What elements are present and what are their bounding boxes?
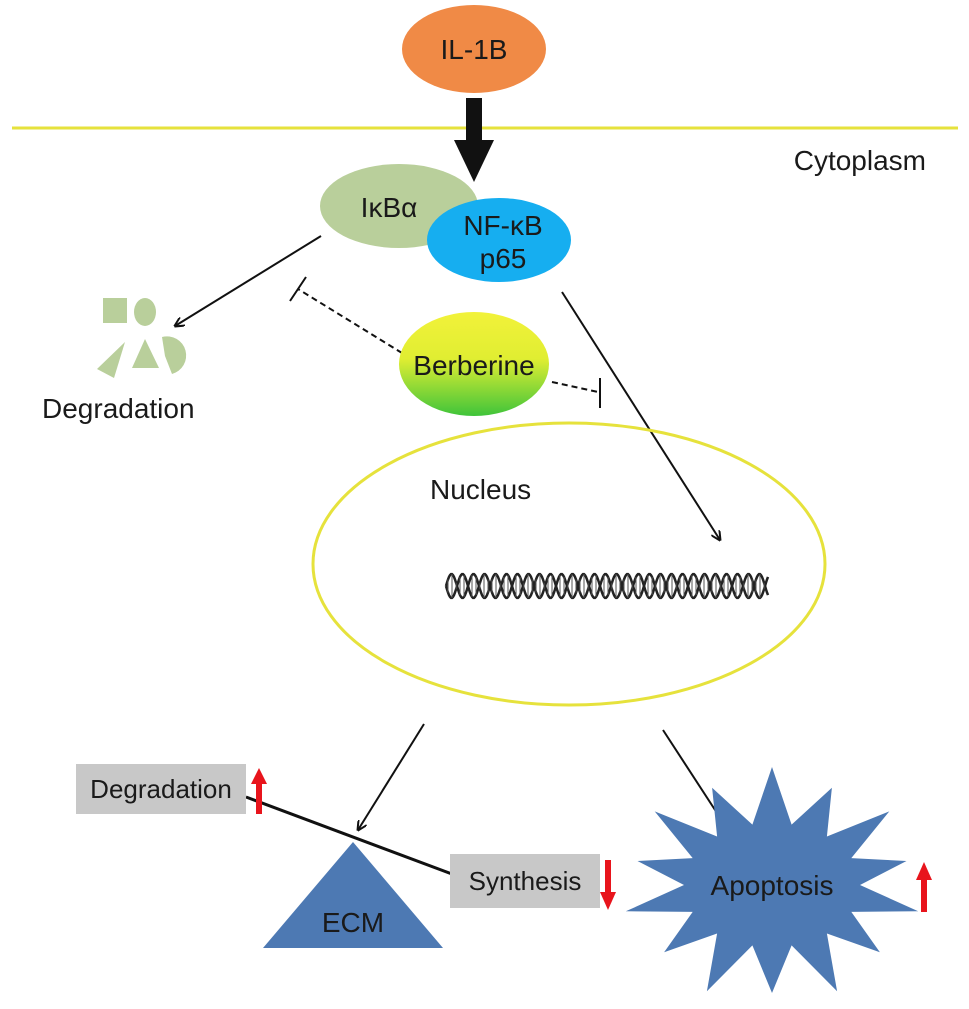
berberine-label: Berberine <box>413 350 534 381</box>
balance-beam <box>245 795 469 882</box>
synthesis-box <box>450 854 600 908</box>
apoptosis-up-arrow <box>916 862 932 912</box>
apoptosis-label: Apoptosis <box>711 870 834 901</box>
nfkb-p65-node <box>427 198 571 282</box>
berberine-inhibits-translocation <box>551 378 601 408</box>
il1b-activation-arrow <box>454 98 494 182</box>
ikba-label: IκBα <box>361 192 418 223</box>
degradation-box-label: Degradation <box>90 774 232 804</box>
degradation-box <box>76 764 246 814</box>
berberine-inhibits-degradation <box>289 276 403 354</box>
il1b-node <box>402 5 546 93</box>
nfkb-label-line1: NF-κB <box>463 210 542 241</box>
nucleus-ecm-arrow <box>358 723 425 830</box>
ikba-degradation-arrow <box>175 235 322 326</box>
nucleus-label: Nucleus <box>430 474 531 505</box>
ecm-label: ECM <box>322 907 384 938</box>
cytoplasm-label: Cytoplasm <box>794 145 926 176</box>
apoptosis-starburst <box>625 767 919 993</box>
ecm-triangle <box>263 842 443 948</box>
degradation-up-arrow <box>251 768 267 814</box>
berberine-node <box>399 312 549 416</box>
nfkb-translocation-arrow <box>561 291 720 540</box>
degradation-label: Degradation <box>42 393 195 424</box>
il1b-label: IL-1B <box>441 34 508 65</box>
dna-helix-icon <box>444 572 770 600</box>
synthesis-down-arrow <box>600 860 616 910</box>
nfkb-label-line2: p65 <box>480 243 527 274</box>
synthesis-box-label: Synthesis <box>469 866 582 896</box>
degradation-fragments-icon <box>97 298 187 378</box>
nucleus-outline <box>311 421 827 707</box>
